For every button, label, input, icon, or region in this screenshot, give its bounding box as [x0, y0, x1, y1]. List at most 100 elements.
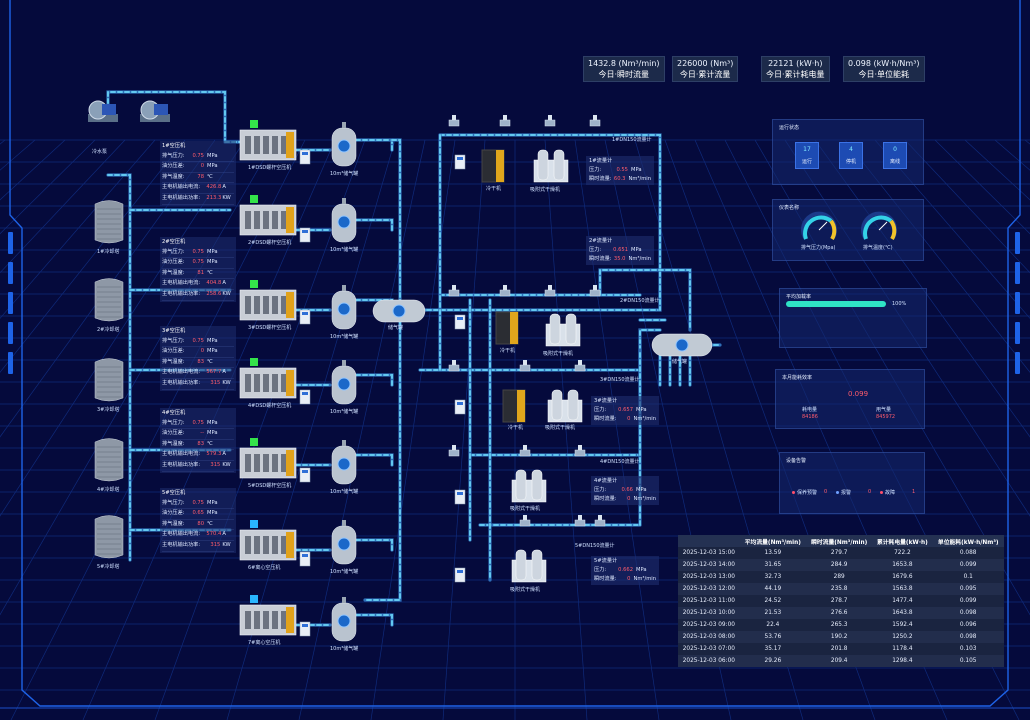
compressor-grille — [263, 611, 269, 629]
meter-head — [548, 115, 552, 120]
meter-head — [452, 445, 456, 450]
grid-line — [0, 139, 156, 319]
table-cell: 1563.8 — [872, 583, 933, 595]
param-value: 315 — [210, 541, 221, 548]
compressor-title: 2#空压机 — [162, 239, 186, 245]
header-label: 储气罐 — [672, 359, 688, 365]
param-key: 排气温度: — [162, 358, 185, 365]
status-light — [250, 120, 258, 128]
param-value: 404.8 — [206, 280, 222, 287]
control-cabinet — [454, 314, 466, 330]
meter-head — [578, 515, 582, 520]
table-cell: 1679.6 — [872, 571, 933, 583]
param-key: 主电机输出电流: — [162, 184, 201, 191]
flow-meter — [594, 519, 606, 527]
table-cell: 2025-12-03 09:00 — [678, 619, 740, 631]
meter-head — [598, 515, 602, 520]
flow-meter — [519, 364, 531, 372]
status-count: 17 — [803, 146, 811, 153]
compressor-grille — [272, 211, 278, 229]
param-unit: KW — [222, 290, 231, 297]
compressor-grille — [281, 136, 287, 154]
flow-meter — [544, 289, 556, 297]
energy-value: 0.099 — [848, 390, 869, 398]
flow-unit: MPa — [631, 247, 642, 253]
air-tank — [331, 440, 357, 485]
kpi-label: 今日·瞬时流量 — [598, 70, 650, 79]
alarm-dot — [880, 491, 883, 494]
param-unit: MPa — [207, 259, 218, 266]
param-key: 主电机输出功率: — [162, 541, 201, 548]
param-value: 83 — [197, 358, 204, 365]
param-value: 0.75 — [192, 499, 204, 506]
compressor-title: 1#空压机 — [162, 143, 186, 149]
tank-valve — [342, 122, 346, 128]
energy-key: 耗电量 — [802, 407, 818, 413]
param-value: 258.6 — [206, 290, 222, 297]
alarm-dot — [792, 491, 795, 494]
meter-head — [503, 115, 507, 120]
cabinet-screen — [457, 157, 463, 160]
meter-head — [452, 285, 456, 290]
compressor-title: 4#空压机 — [162, 410, 186, 416]
table-cell: 2025-12-03 15:00 — [678, 547, 740, 559]
side-bar-left — [8, 322, 13, 344]
cabinet-screen — [302, 152, 308, 155]
tank-badge — [337, 537, 351, 551]
status-count: 4 — [849, 146, 853, 153]
param-key: 排气压力: — [162, 248, 185, 255]
param-unit: A — [222, 184, 226, 191]
load-value: 100% — [892, 301, 907, 307]
table-header-cell: 平均流量(Nm³/min) — [739, 535, 807, 547]
tower-body — [94, 278, 124, 322]
compressor-grille — [272, 536, 278, 554]
param-value: 0.75 — [192, 337, 204, 344]
table-cell: 289 — [806, 571, 873, 583]
status-light — [250, 438, 258, 446]
param-key: 主电机输出功率: — [162, 194, 201, 201]
status-count: 0 — [893, 146, 897, 153]
flow-unit: Nm³/min — [633, 416, 656, 422]
cooling-tower-label: 2#冷却塔 — [97, 327, 120, 333]
alarm-key: 故障 — [885, 490, 896, 496]
param-unit: A — [222, 369, 226, 376]
param-value: 0 — [200, 348, 204, 355]
param-key: 主电机输出电流: — [162, 531, 201, 538]
param-unit: ℃ — [207, 520, 213, 527]
param-unit: A — [222, 531, 226, 538]
compressor-grille — [281, 374, 287, 392]
energy-number: 845972 — [876, 414, 896, 420]
ads-dryer-label: 吸附式干燥机 — [530, 187, 561, 193]
table-cell: 35.17 — [739, 643, 807, 655]
control-cabinet — [299, 227, 311, 243]
param-key: 油分压差: — [162, 430, 185, 437]
gauge-fill — [803, 215, 833, 240]
compressor — [239, 280, 297, 321]
param-unit: MPa — [207, 152, 218, 159]
table-cell: 2025-12-03 13:00 — [678, 571, 740, 583]
table-header-row: 平均流量(Nm³/min)瞬时流量(Nm³/min)累计耗电量(kW·h)单位能… — [678, 535, 1004, 547]
pipe-flow — [355, 374, 393, 386]
meter-head — [523, 360, 527, 365]
flow-key: 压力: — [594, 567, 607, 573]
table-cell: 2025-12-03 12:00 — [678, 583, 740, 595]
cold-dryer-panel — [517, 390, 525, 422]
param-value: -- — [200, 430, 204, 437]
tank-badge — [337, 302, 351, 316]
flow-meter-title: 5#流量计 — [594, 558, 618, 564]
tank-valve — [342, 360, 346, 366]
side-bar-left — [8, 232, 13, 254]
param-key: 主电机输出功率: — [162, 379, 201, 386]
ads-tower — [565, 313, 577, 345]
status-light — [250, 595, 258, 603]
param-value: 78 — [197, 173, 204, 180]
